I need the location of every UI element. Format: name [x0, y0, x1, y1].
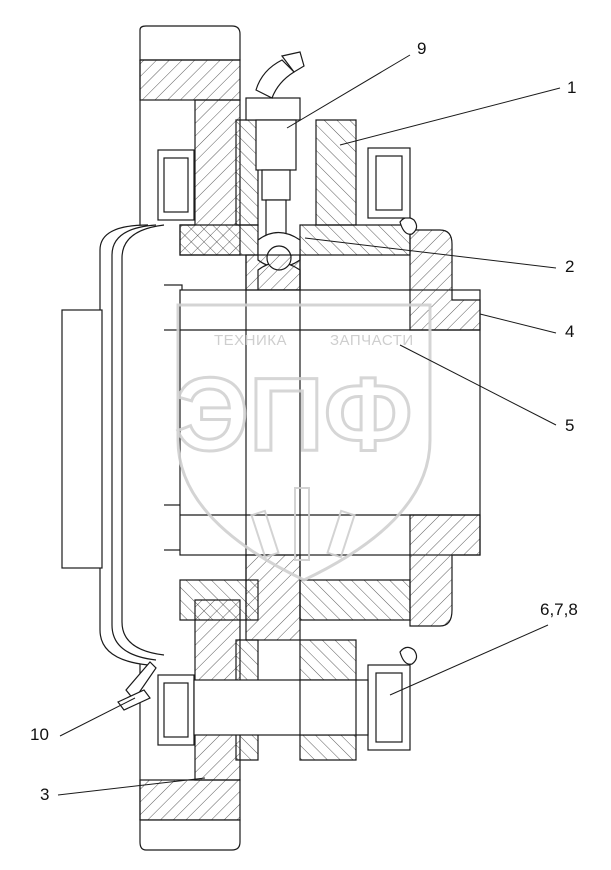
leader-1	[339, 87, 561, 146]
leader-9	[286, 54, 411, 129]
hub-part-1	[179, 119, 411, 761]
watermark-emblem-icon	[250, 487, 356, 561]
callout-10: 10	[30, 725, 49, 744]
watermark: ТЕХНИКА ЗАПЧАСТИ ЭПФ	[174, 303, 432, 582]
callout-1: 1	[567, 78, 577, 97]
callout-4: 4	[565, 322, 575, 341]
leader-678	[389, 624, 549, 696]
grease-nipple-part-9	[245, 51, 305, 241]
leader-2	[304, 237, 557, 269]
cover-part-10	[61, 224, 165, 711]
leader-10	[59, 697, 136, 737]
leader-5	[399, 344, 557, 426]
leader-lines	[57, 54, 561, 796]
callout-9: 9	[417, 39, 427, 58]
leader-3	[57, 777, 206, 796]
callout-2: 2	[565, 257, 575, 276]
watermark-right-text: ЗАПЧАСТИ	[330, 332, 414, 349]
callout-3: 3	[40, 785, 50, 804]
callout-678: 6,7,8	[540, 600, 578, 619]
watermark-logo-text: ЭПФ	[175, 357, 413, 473]
bolts-part-678	[193, 147, 411, 751]
leader-4	[479, 313, 557, 334]
watermark-left-text: ТЕХНИКА	[214, 332, 287, 349]
callout-5: 5	[565, 416, 575, 435]
